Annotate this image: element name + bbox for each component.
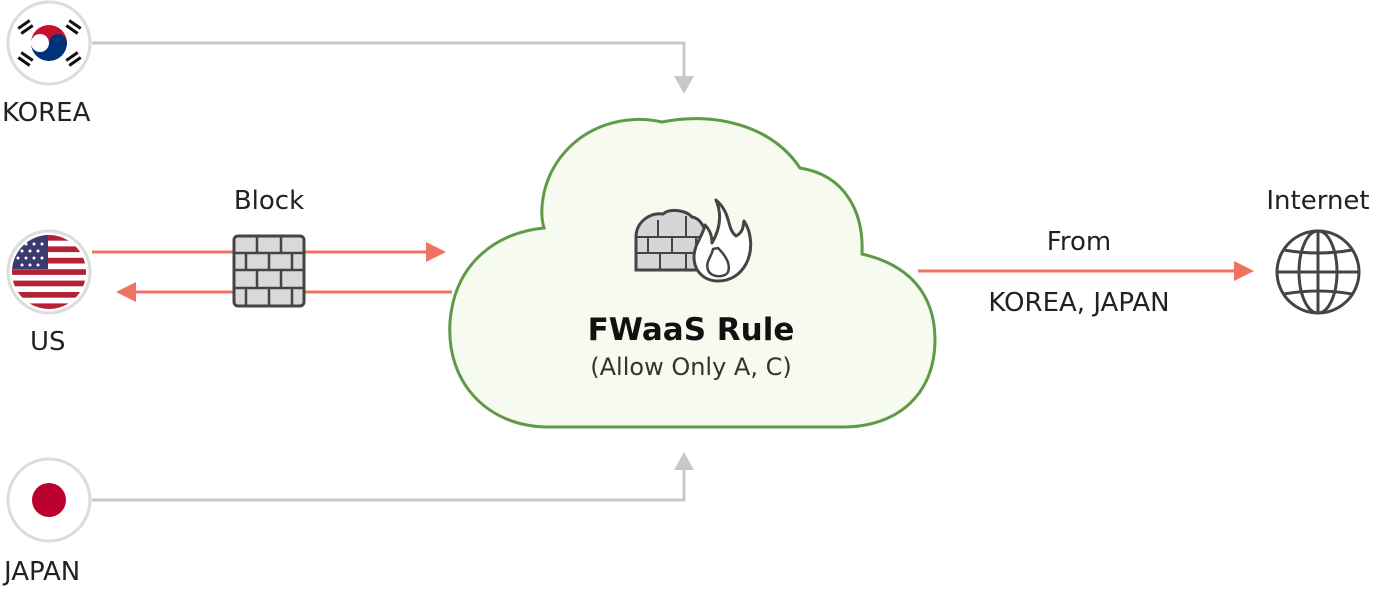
us-return-arrowhead (116, 282, 136, 302)
us-outbound-arrowhead (426, 242, 446, 262)
us-label: US (30, 327, 66, 357)
block-label: Block (233, 186, 305, 216)
japan-flag-icon (6, 457, 92, 543)
cloud-subtitle: (Allow Only A, C) (590, 353, 792, 381)
cloud-title: FWaaS Rule (587, 312, 795, 348)
block-wall-icon (232, 234, 306, 308)
korea-to-cloud-line (92, 41, 686, 84)
egress-countries-label: KOREA, JAPAN (988, 288, 1170, 318)
fwaas-cloud (448, 117, 937, 429)
internet-label: Internet (1266, 186, 1370, 216)
globe-icon (1275, 229, 1361, 315)
egress-from-label: From (1046, 227, 1112, 257)
japan-label: JAPAN (4, 557, 81, 587)
internet-arrowhead (1234, 261, 1254, 281)
us-flag-icon (6, 229, 92, 315)
korea-arrowhead (674, 76, 694, 94)
firewall-flame-icon (634, 198, 753, 283)
japan-arrowhead (674, 452, 694, 470)
korea-label: KOREA (2, 98, 91, 128)
korea-flag-icon (6, 0, 92, 86)
japan-to-cloud-line (92, 464, 686, 502)
